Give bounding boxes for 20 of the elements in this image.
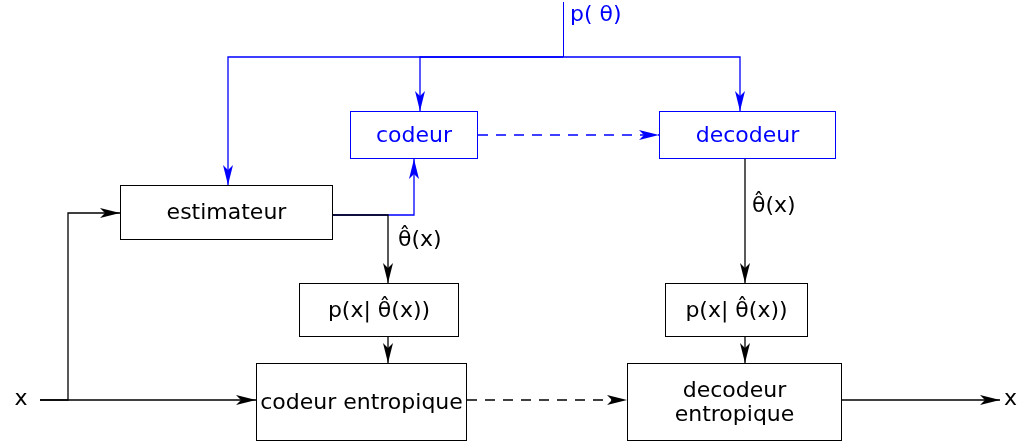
process-box: codeur entropique xyxy=(256,363,467,441)
process-box: decodeur xyxy=(659,111,836,159)
process-box: p(x| θ̂(x)) xyxy=(665,283,808,337)
arrow xyxy=(415,56,564,112)
arrow xyxy=(740,336,750,364)
arrow xyxy=(841,395,1001,405)
process-box: codeur xyxy=(350,111,478,159)
arrow xyxy=(562,56,745,112)
signal-label: x xyxy=(1000,378,1021,418)
arrow xyxy=(740,158,750,284)
process-box: decodeur entropique xyxy=(627,363,842,441)
process-box: p(x| θ̂(x)) xyxy=(299,283,459,337)
input-label: p( θ) xyxy=(563,2,627,57)
arrow xyxy=(466,395,628,405)
signal-label: x xyxy=(2,378,40,418)
arrow xyxy=(383,336,393,364)
arrow xyxy=(39,208,121,401)
arrow xyxy=(477,130,660,140)
process-box: estimateur xyxy=(120,185,333,240)
arrow xyxy=(332,214,393,284)
